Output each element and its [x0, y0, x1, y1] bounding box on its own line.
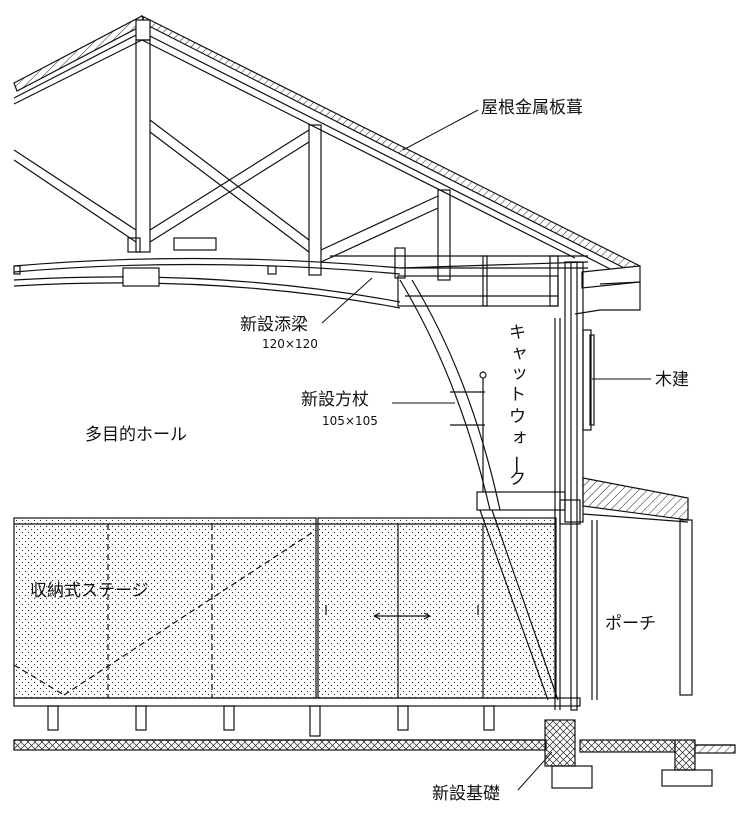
vaulted-ceiling — [13, 255, 589, 309]
catwalk-char: ッ — [511, 363, 528, 383]
floor-structure — [13, 697, 736, 789]
roof-truss — [13, 39, 451, 281]
catwalk-char: ク — [509, 469, 526, 489]
label-foundation: 新設基礎 — [432, 784, 500, 804]
label-porch: ポーチ — [605, 614, 656, 634]
catwalk-char: ォ — [511, 427, 528, 447]
label-catwalk: キ ャ ッ ト ウ ォ ー ク — [505, 323, 528, 489]
label-wood: 木建 — [655, 370, 689, 390]
label-hall: 多目的ホール — [85, 425, 187, 445]
catwalk-char: ャ — [511, 343, 528, 363]
stage — [13, 517, 557, 699]
leader-lines — [321, 109, 651, 791]
label-post-size: 105×105 — [322, 414, 378, 428]
roof-structure — [13, 14, 641, 315]
catwalk-char: ト — [509, 385, 526, 405]
label-beam-name: 新設添梁 — [240, 315, 308, 335]
label-beam-size: 120×120 — [262, 337, 318, 351]
label-roof: 屋根金属板葺 — [481, 98, 583, 118]
label-stage: 収納式ステージ — [30, 581, 149, 601]
catwalk-frame — [394, 247, 595, 711]
catwalk-char: ー — [505, 455, 525, 472]
label-post-name: 新設方杖 — [301, 390, 369, 410]
catwalk-char: ウ — [509, 407, 526, 427]
porch-canopy — [582, 477, 693, 700]
catwalk-char: キ — [509, 323, 526, 343]
